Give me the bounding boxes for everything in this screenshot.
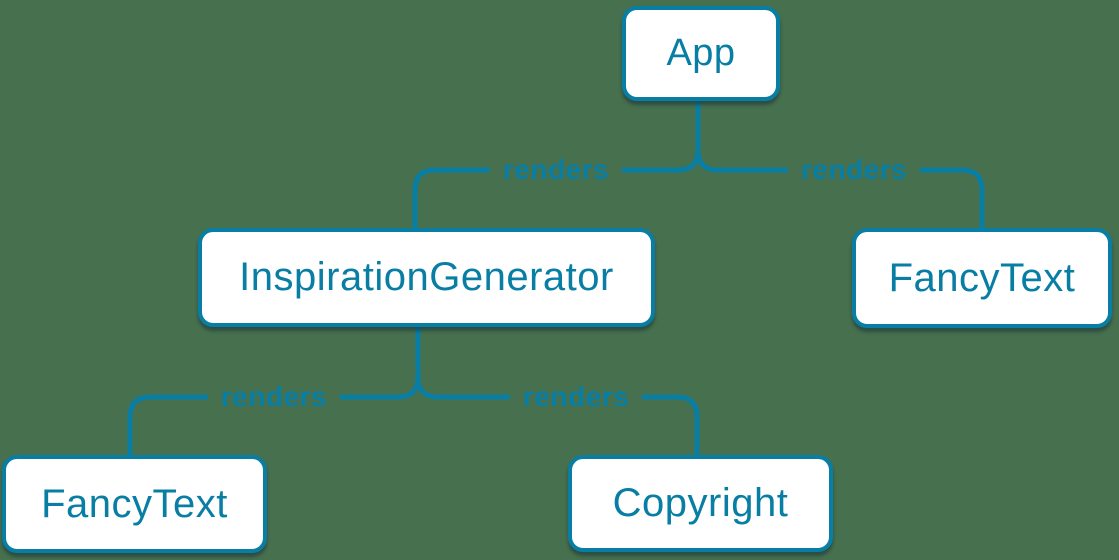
edge-label-renders: renders [489,152,623,188]
node-fancy-text-right: FancyText [852,228,1112,328]
node-app: App [622,6,780,101]
node-copyright-label: Copyright [612,481,789,525]
node-fancy-text-right-label: FancyText [888,255,1076,300]
edge-label-renders: renders [787,152,921,188]
node-inspiration-generator: InspirationGenerator [198,228,655,327]
node-app-label: App [666,32,736,74]
node-inspiration-generator-label: InspirationGenerator [239,255,614,299]
node-fancy-text-bottom-left-label: FancyText [41,481,228,526]
node-copyright: Copyright [568,455,833,552]
edge-label-renders: renders [207,379,341,415]
node-fancy-text-bottom-left: FancyText [2,455,267,553]
edge-label-renders: renders [509,379,643,415]
